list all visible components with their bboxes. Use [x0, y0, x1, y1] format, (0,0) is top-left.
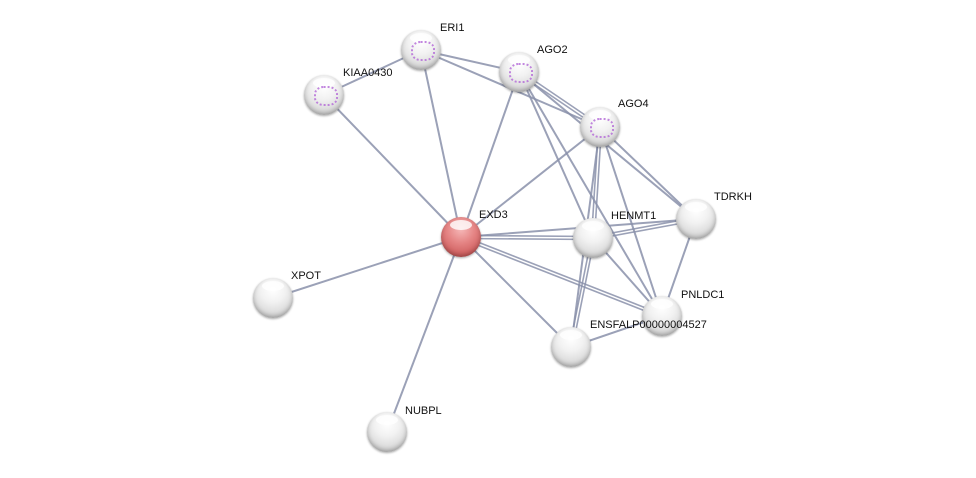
edge-exd3-pnldc1[interactable]: [461, 234, 663, 316]
label-henmt1: HENMT1: [611, 210, 657, 222]
label-pnldc1: PNLDC1: [681, 289, 725, 301]
edge-exd3-ago4[interactable]: [460, 126, 601, 238]
label-ago2: AGO2: [537, 44, 568, 56]
edge-exd3-nubpl[interactable]: [386, 236, 462, 433]
label-xpot: XPOT: [291, 270, 321, 282]
edge-exd3-pnldc1[interactable]: [460, 237, 662, 319]
label-ensfalp00000004527: ENSFALP00000004527: [590, 319, 707, 331]
node-xpot[interactable]: [253, 278, 293, 318]
node-ago4[interactable]: [580, 107, 620, 147]
label-nubpl: NUBPL: [405, 405, 442, 417]
node-pnldc1[interactable]: [642, 296, 682, 336]
node-exd3-query[interactable]: [441, 217, 481, 257]
node-ensfalp00000004527[interactable]: [551, 327, 591, 367]
edge-exd3-eri1[interactable]: [420, 49, 462, 238]
edge-exd3-henmt1[interactable]: [460, 237, 593, 241]
edge-exd3-xpot[interactable]: [272, 236, 462, 299]
label-exd3: EXD3: [479, 209, 508, 221]
node-henmt1[interactable]: [573, 218, 613, 258]
node-tdrkh[interactable]: [676, 199, 716, 239]
edge-ago4-pnldc1[interactable]: [599, 126, 663, 317]
edge-ago4-tdrkh[interactable]: [599, 126, 697, 220]
node-kiaa0430[interactable]: [304, 75, 344, 115]
node-nubpl[interactable]: [367, 412, 407, 452]
label-kiaa0430: KIAA0430: [343, 67, 393, 79]
label-ago4: AGO4: [618, 98, 649, 110]
edge-exd3-ago2[interactable]: [460, 71, 520, 238]
node-ago2[interactable]: [499, 52, 539, 92]
edge-exd3-ensfalp[interactable]: [460, 236, 572, 348]
edge-ago2-henmt1[interactable]: [518, 71, 594, 239]
label-tdrkh: TDRKH: [714, 191, 752, 203]
label-eri1: ERI1: [440, 22, 465, 34]
node-eri1[interactable]: [401, 30, 441, 70]
edge-exd3-kiaa0430[interactable]: [323, 94, 462, 238]
